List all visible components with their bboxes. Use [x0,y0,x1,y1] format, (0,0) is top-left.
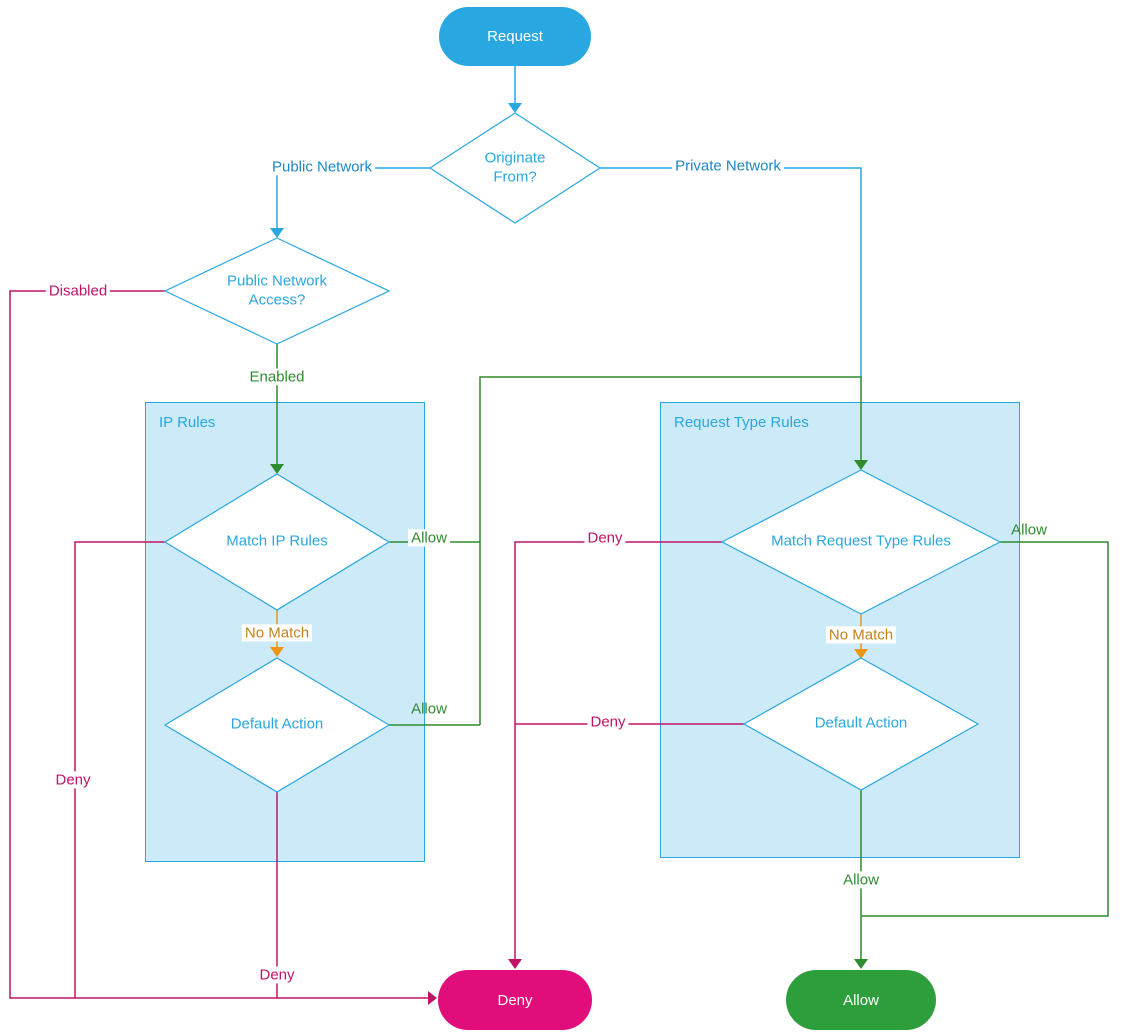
arrowhead-match-request-type [854,460,868,470]
diamond-match-ip-rules [163,473,391,611]
arrowhead-allow-node [854,959,868,969]
public-network-access-label: Public Network Access? [226,272,328,308]
arrowhead-public-network-access [270,228,284,238]
edge-label-no-match-ip: No Match [241,624,313,642]
edge-label-deny-default-ip: Deny [256,966,298,984]
originate-from-label: Originate From? [484,149,546,185]
edge-label-deny-default-rt: Deny [587,713,629,731]
edge-label-allow-bottom: Allow [840,871,882,889]
arrowhead-deny-node-top [508,959,522,969]
edge-label-deny-match-ip: Deny [52,771,94,789]
edge-allow-to-request-type [479,376,862,725]
diamond-default-action-ip [163,657,391,793]
diamond-public-network-access [163,237,391,345]
edge-label-enabled: Enabled [246,368,308,386]
arrowhead-deny-node-left [428,991,437,1005]
default-action-ip-label: Default Action [230,715,324,733]
arrowhead-match-ip-rules [270,464,284,474]
default-action-rt-label: Default Action [814,714,908,732]
edge-private-network [600,167,862,378]
edge-label-allow-match-rt: Allow [1011,521,1047,539]
deny-node: Deny [438,970,592,1030]
edge-label-private-network: Private Network [672,157,784,175]
edge-label-no-match-rt: No Match [825,626,897,644]
match-request-type-rules-label: Match Request Type Rules [771,532,951,550]
arrowhead-default-action-rt [854,649,868,659]
edge-label-allow-default-ip: Allow [411,700,447,718]
arrowhead-originate [508,103,522,113]
diamond-default-action-rt [742,657,980,791]
request-node: Request [439,7,591,66]
diamond-match-request-type-rules [720,469,1002,615]
edge-label-disabled: Disabled [45,282,111,300]
allow-node: Allow [786,970,936,1030]
edge-label-deny-match-rt: Deny [584,529,626,547]
match-ip-rules-label: Match IP Rules [226,532,328,550]
diamond-originate-from [428,112,602,224]
edge-disabled [9,290,428,999]
edge-deny-match-rt [514,541,722,959]
edge-deny-match-ip [74,541,165,998]
edge-label-public-network: Public Network [268,158,376,176]
ip-rules-title: IP Rules [159,414,216,431]
edge-allow-match-rt [861,541,1109,917]
request-type-rules-title: Request Type Rules [674,414,809,431]
edge-label-allow-match-ip: Allow [408,529,450,547]
arrowhead-default-action-ip [270,647,284,657]
edge-public-network [276,167,430,228]
